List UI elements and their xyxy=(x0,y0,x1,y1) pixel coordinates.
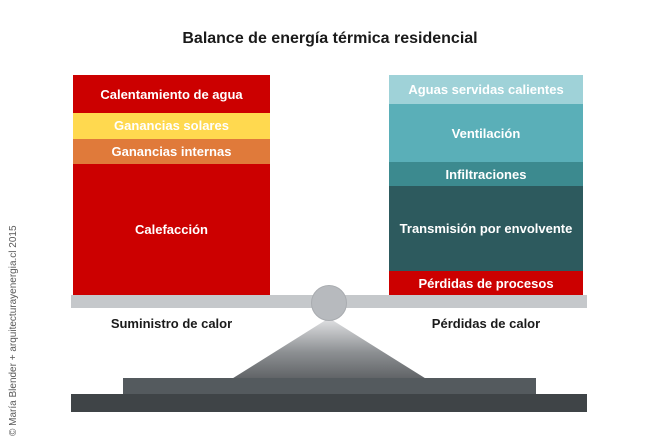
losses-block-2: Infiltraciones xyxy=(389,162,583,186)
losses-block-3: Transmisión por envolvente xyxy=(389,186,583,271)
losses-block-1: Ventilación xyxy=(389,104,583,162)
supply-label: Suministro de calor xyxy=(110,316,233,331)
losses-label: Pérdidas de calor xyxy=(431,316,541,331)
supply-block-3: Calefacción xyxy=(73,163,270,295)
scale-foot xyxy=(71,394,587,412)
supply-block-1: Ganancias solares xyxy=(73,113,270,139)
diagram-title: Balance de energía térmica residencial xyxy=(182,30,478,47)
scale-pedestal xyxy=(123,378,536,394)
losses-block-0: Aguas servidas calientes xyxy=(389,75,583,104)
losses-block-4: Pérdidas de procesos xyxy=(389,271,583,295)
credit-text: © María Blender + arquitecturayenergia.c… xyxy=(8,225,19,436)
scale-pivot xyxy=(311,285,347,321)
scale-cone xyxy=(230,318,428,380)
supply-block-0: Calentamiento de agua xyxy=(73,75,270,114)
supply-block-2: Ganancias internas xyxy=(73,138,270,164)
